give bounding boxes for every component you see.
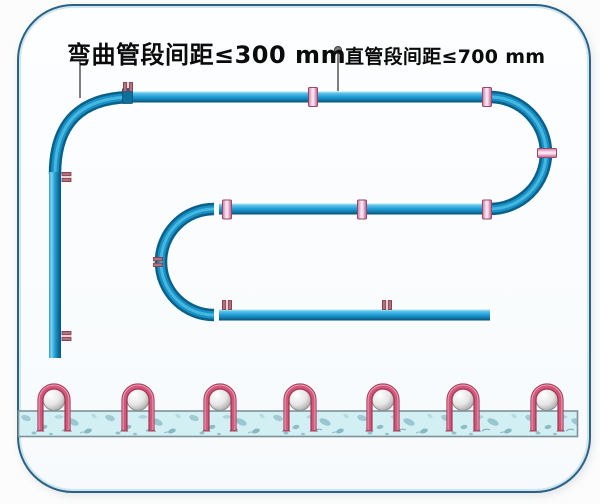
pipe-clip-ticks <box>61 171 72 183</box>
pipe-bend-top-left <box>48 90 134 175</box>
bend-spacing-label: 弯曲管段间距≤300 mm <box>67 41 347 69</box>
pipe-clip <box>537 148 557 158</box>
floor-slab <box>17 410 579 438</box>
pipe-joint-band <box>122 88 133 104</box>
pipe-middle-run <box>219 203 490 215</box>
pipe-clip-ticks <box>221 300 233 310</box>
pipe-bottom-run <box>219 309 490 321</box>
pipe-clip <box>482 87 492 107</box>
pipe-clip <box>482 199 492 220</box>
pipe-clip <box>308 87 318 107</box>
pipe-clip-ticks <box>61 330 72 342</box>
straight-spacing-label: 直管段间距≤700 mm <box>345 46 546 68</box>
pipe-clip <box>222 199 232 220</box>
pipe-clip-ticks <box>381 300 393 310</box>
leader-dot-icon <box>334 46 342 54</box>
pipe-clip <box>357 199 367 220</box>
pipe-u-turn-left <box>154 202 215 322</box>
pipe-left-vertical <box>49 172 61 358</box>
